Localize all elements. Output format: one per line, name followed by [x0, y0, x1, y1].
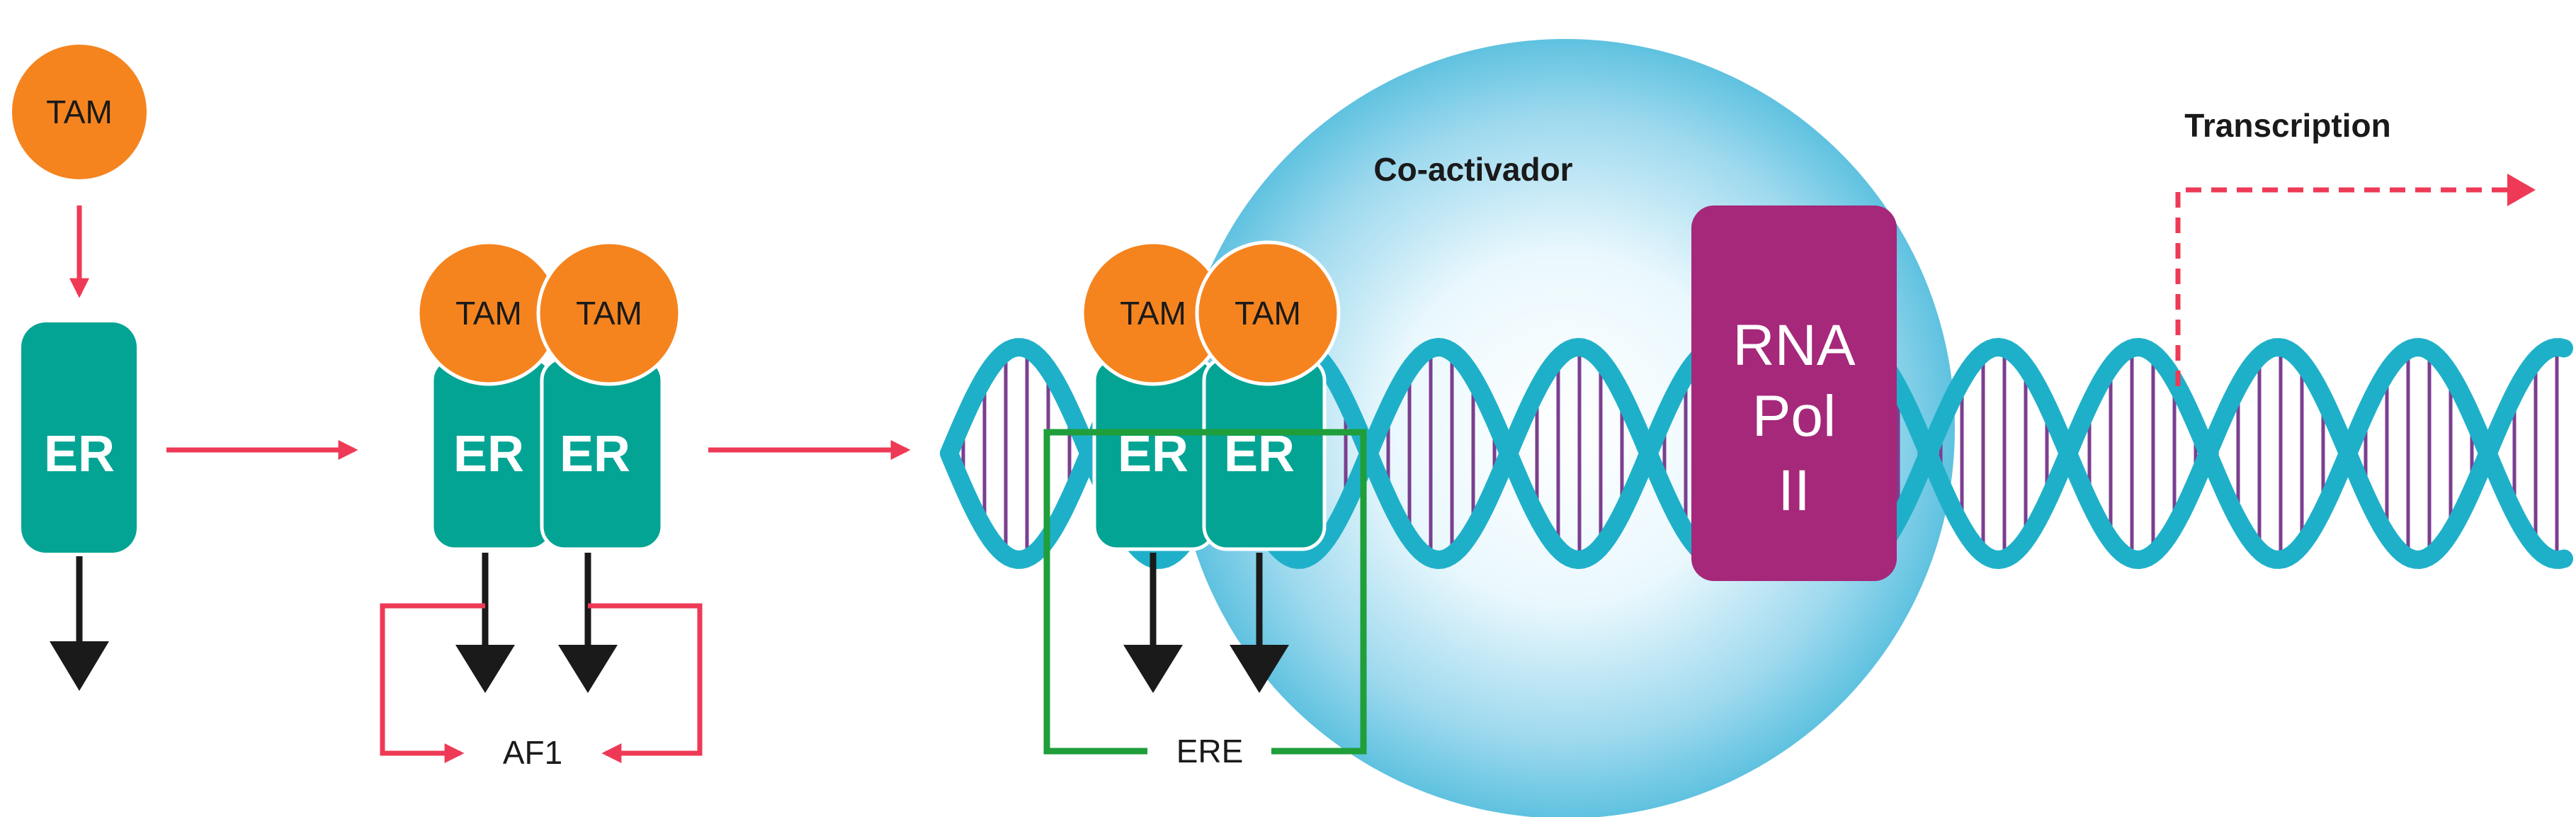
ere-bracket [1043, 429, 1367, 755]
tam-label-right: TAM [576, 295, 642, 332]
rna-pol-line-3: II [1778, 458, 1810, 523]
rna-pol-line-1: RNA [1732, 313, 1855, 378]
er-down-arrowhead [50, 641, 109, 691]
tam-label-left-bound: TAM [1120, 295, 1186, 332]
rna-pol-block [1691, 205, 1897, 581]
af1-label: AF1 [503, 734, 562, 771]
transcription-arrowhead [2507, 174, 2536, 206]
coactivator-label: Co-activador [1373, 151, 1572, 188]
af1-loop-left [380, 603, 485, 763]
transcription-label: Transcription [2184, 107, 2390, 144]
stage-3-dna-bound: ER ER TAM TAM ERE [1043, 240, 1367, 770]
transcription-arrow [2175, 187, 2514, 386]
tam-ligand [12, 45, 147, 179]
er-receptor [21, 322, 137, 553]
er-label-left: ER [453, 426, 524, 483]
er-down-arrowhead-right-bound [1230, 645, 1289, 693]
af1-loop-right [588, 603, 703, 763]
er-down-arrowhead-right [558, 645, 618, 693]
er-down-arrowhead-left [455, 645, 515, 693]
er-down-arrowhead-left-bound [1123, 645, 1183, 693]
tam-ligand-right-bound [1195, 240, 1341, 386]
stage-2-dimer: ER ER TAM TAM AF1 [380, 240, 703, 771]
tam-label-left: TAM [455, 295, 522, 332]
ere-label: ERE [1176, 733, 1244, 770]
tam-ligand-right [536, 240, 682, 386]
stage-1-monomer: TAM ER [12, 45, 147, 691]
er-label-right: ER [560, 426, 630, 483]
tam-label: TAM [46, 94, 113, 130]
rna-pol-ii: RNA Pol II [1691, 205, 1897, 581]
tam-label-right-bound: TAM [1235, 295, 1301, 332]
rna-pol-line-2: Pol [1752, 384, 1837, 449]
er-label: ER [44, 426, 115, 483]
transcription: Transcription [2175, 107, 2536, 386]
